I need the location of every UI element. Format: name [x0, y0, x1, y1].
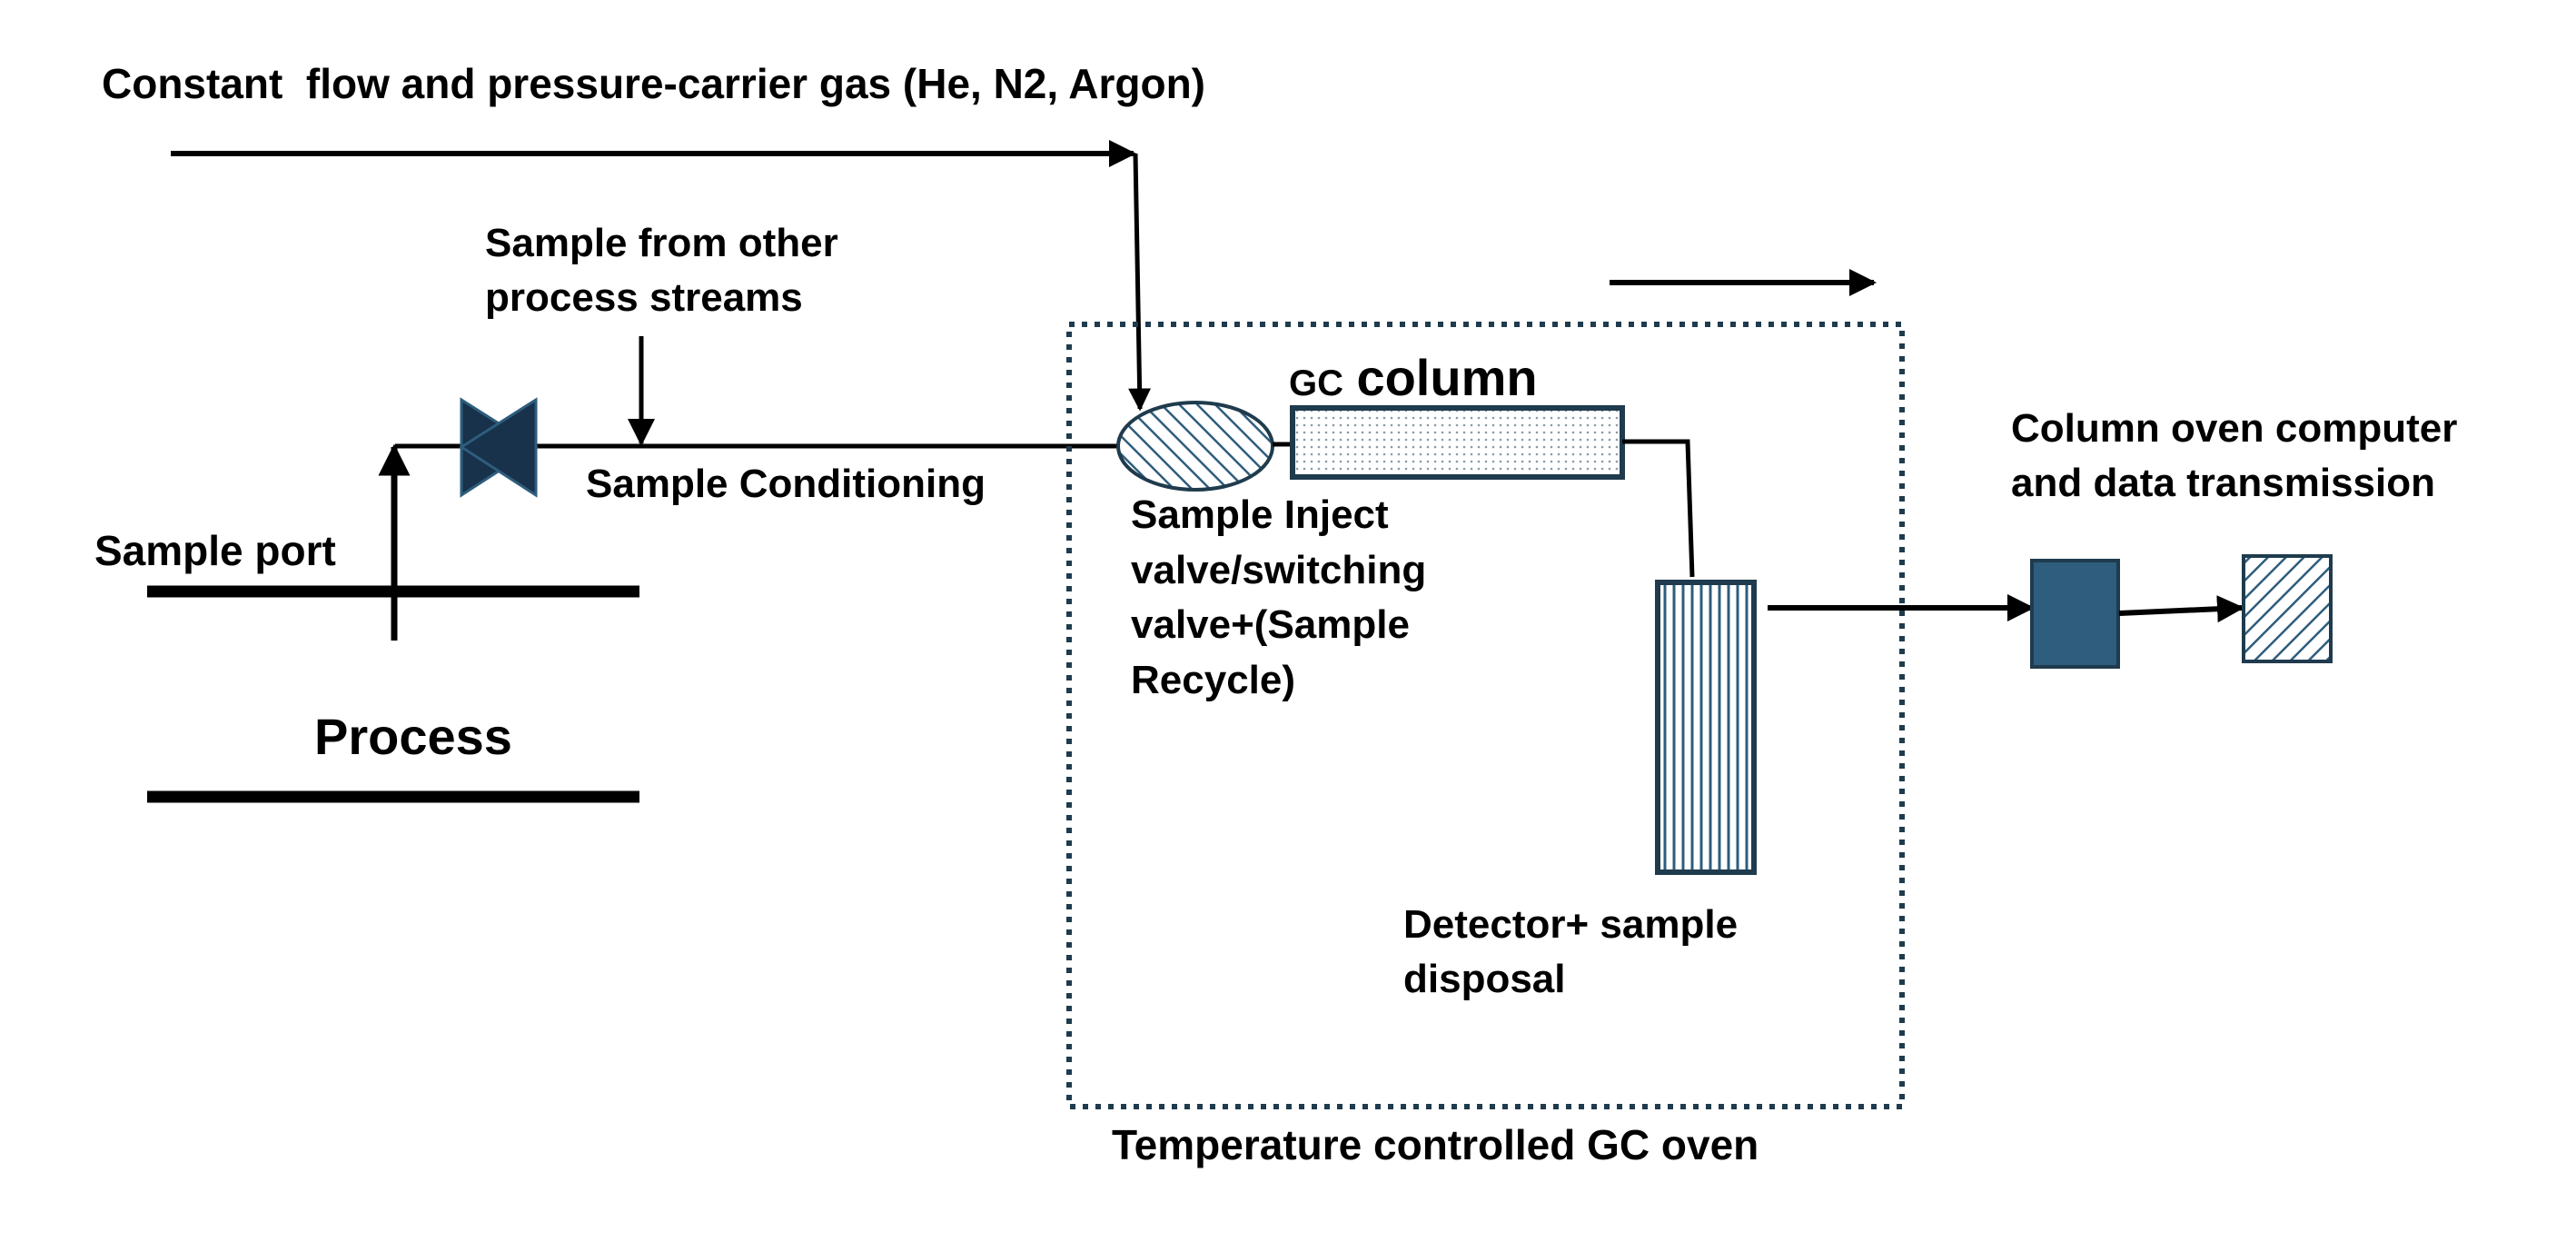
gc-oven-box — [1066, 322, 1905, 1109]
carrier-gas-line — [171, 140, 1152, 412]
detector-label-2: disposal — [1403, 957, 1566, 1001]
computer-label-2: and data transmission — [2011, 461, 2435, 505]
oven-computer — [2030, 559, 2120, 669]
inject-label-4: Recycle) — [1131, 658, 1295, 702]
sample-conditioning-label: Sample Conditioning — [586, 462, 986, 506]
gc-column — [1290, 405, 1625, 480]
valve-icon — [459, 397, 539, 498]
computer-label-1: Column oven computer — [2011, 406, 2457, 451]
process-label: Process — [314, 708, 512, 765]
data-transmission — [2242, 554, 2333, 663]
sample-inject-valve — [1116, 401, 1274, 492]
sample-other-label-1: Sample from other — [485, 221, 838, 265]
carrier-gas-label: Constant flow and pressure-carrier gas (… — [102, 60, 1205, 107]
gc-prefix: GC — [1289, 363, 1343, 403]
column-detector-line — [1622, 439, 1695, 578]
detector — [1655, 580, 1757, 875]
sample-other-label-2: process streams — [485, 275, 803, 320]
sample-port-label: Sample port — [94, 527, 336, 574]
gc-column-title: GC column — [1289, 349, 1538, 406]
gc-column-word: column — [1356, 349, 1537, 406]
inject-label-3: valve+(Sample — [1131, 602, 1410, 647]
computer-transmission-arrow — [2118, 595, 2244, 623]
detector-label-1: Detector+ sample — [1403, 902, 1738, 947]
oven-label: Temperature controlled GC oven — [1112, 1121, 1759, 1168]
inject-label-2: valve/switching — [1131, 548, 1426, 592]
inject-label-1: Sample Inject — [1131, 492, 1389, 537]
